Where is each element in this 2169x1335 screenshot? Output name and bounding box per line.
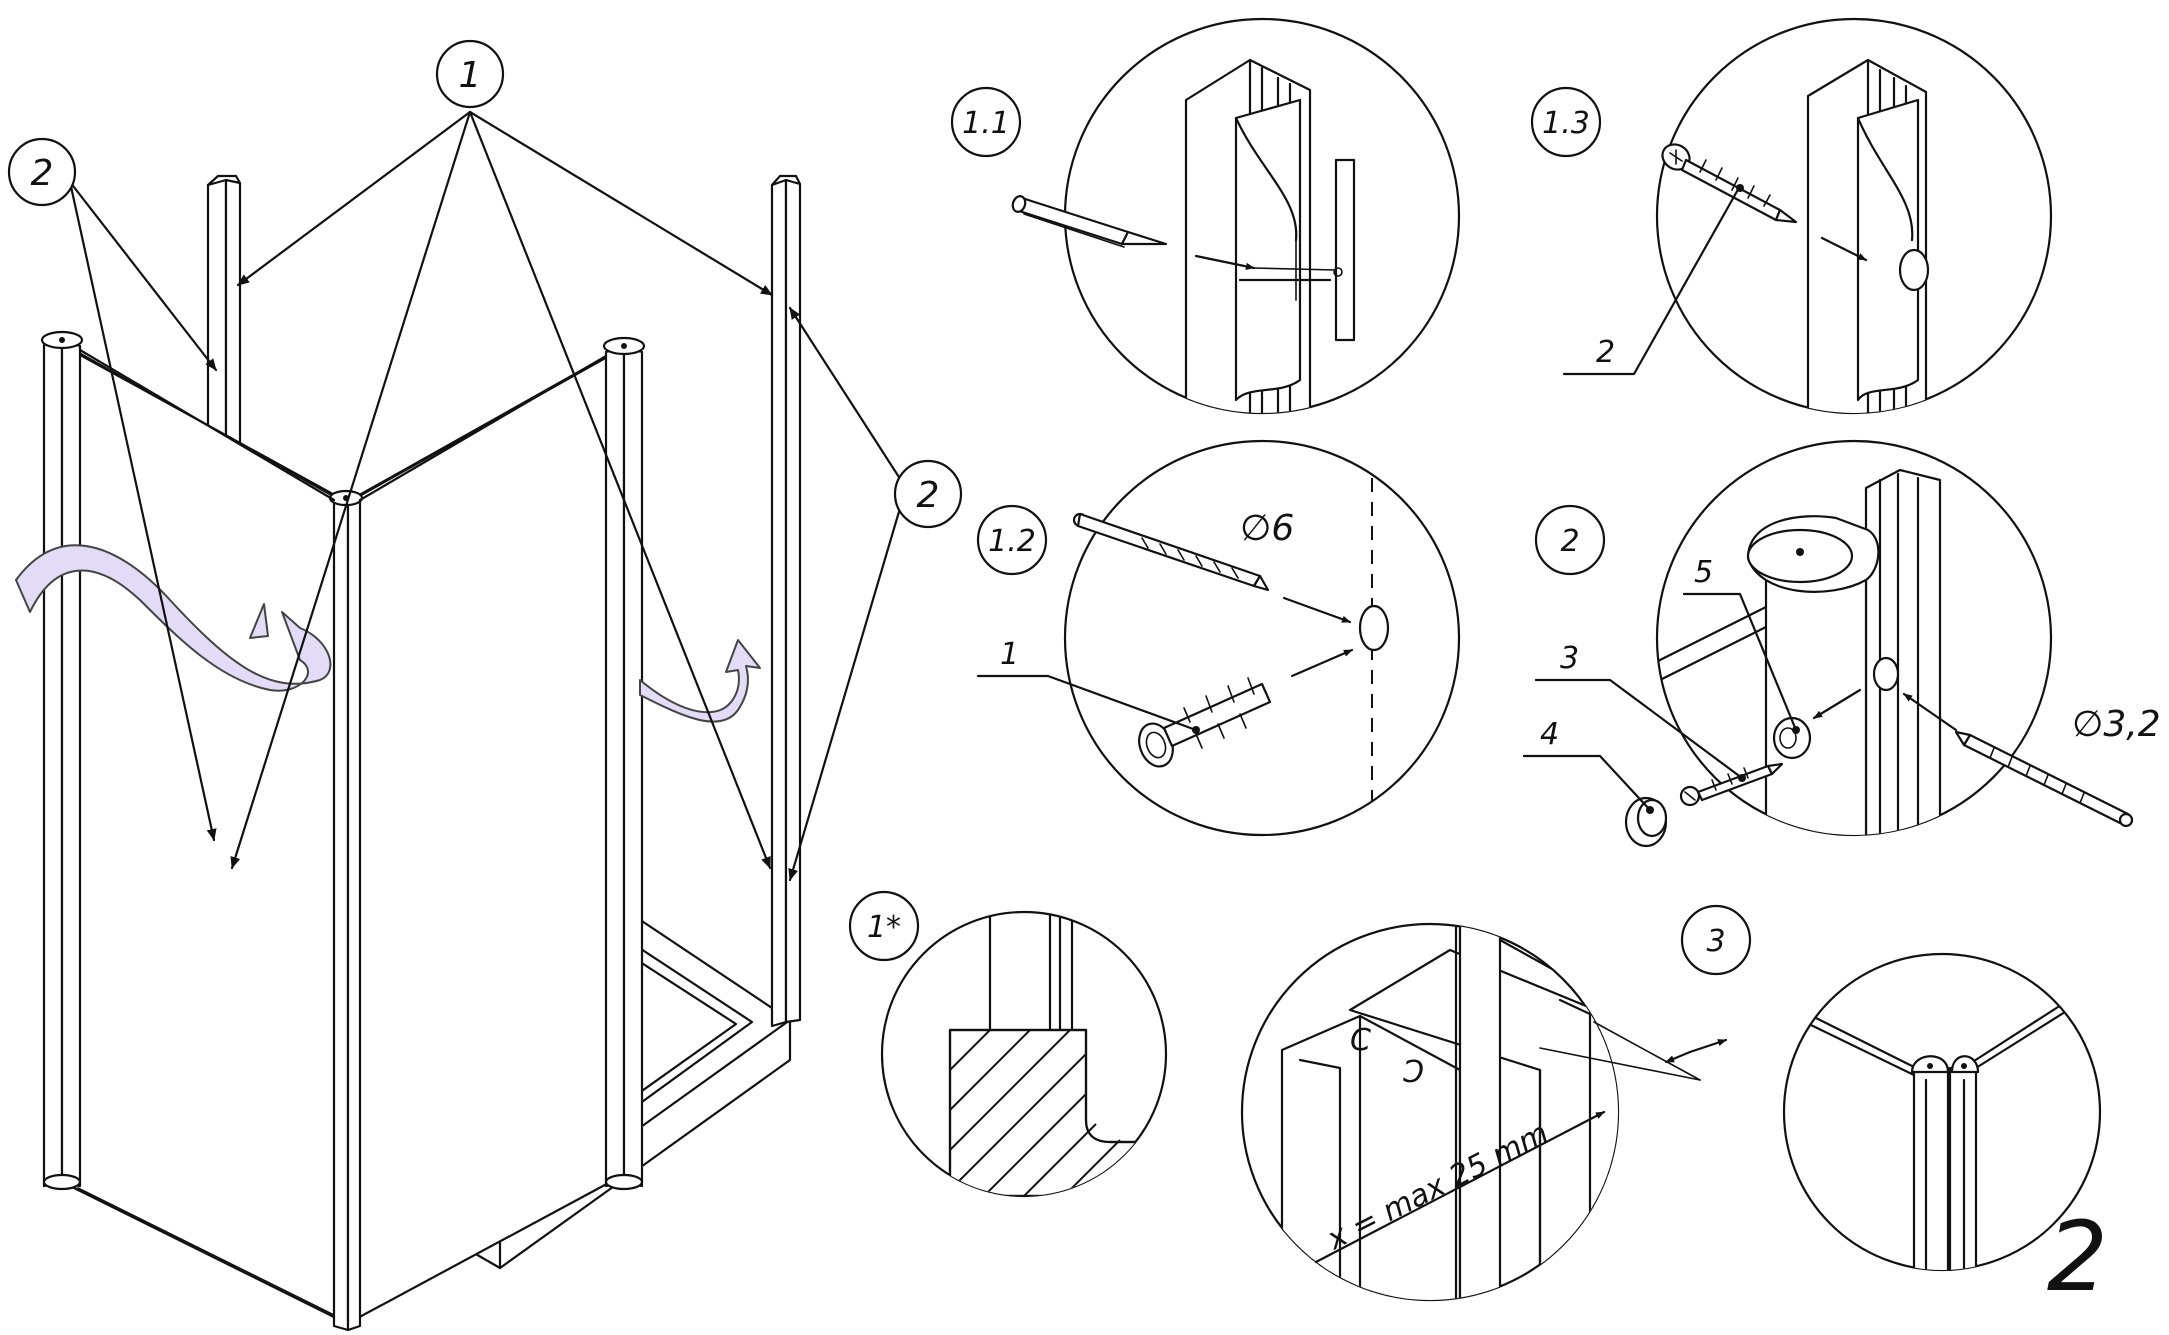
- screw-icon: [1661, 143, 1798, 224]
- detail-1-star: 1*: [848, 890, 1168, 1198]
- door-post-left: [40, 330, 84, 1191]
- detail-1-2: ∅6 1 1.2: [976, 439, 1461, 837]
- door-post-right: [602, 336, 646, 1191]
- svg-text:2: 2: [1560, 524, 1579, 559]
- shower-enclosure-drawing: 1 2 2: [7, 39, 963, 1332]
- drill-bit-icon: [1954, 730, 2134, 828]
- svg-text:∅3,2: ∅3,2: [2072, 704, 2161, 745]
- glass-panel-right: [352, 350, 616, 1322]
- svg-text:∅6: ∅6: [1240, 508, 1294, 549]
- svg-text:C: C: [1403, 1052, 1424, 1087]
- detail-label-1-1: 1.1: [950, 86, 1022, 158]
- washer-icon: [1772, 716, 1812, 760]
- callout-leaders-2-left: [68, 180, 218, 842]
- detail-label-1-2: 1.2: [976, 504, 1048, 576]
- detail-2: 5 3 4 ∅3,2 2: [1522, 439, 2161, 848]
- svg-text:3: 3: [1706, 924, 1725, 959]
- callout-leaders-2-right: [788, 306, 908, 882]
- callout-1: 1: [435, 39, 505, 109]
- svg-text:2: 2: [1596, 335, 1615, 370]
- detail-1-3: 2 1.3: [1530, 17, 2053, 415]
- corner-post: [328, 489, 364, 1332]
- svg-text:1.3: 1.3: [1542, 106, 1590, 141]
- svg-text:1.1: 1.1: [962, 106, 1010, 141]
- svg-text:2: 2: [31, 153, 54, 194]
- svg-text:1.2: 1.2: [988, 524, 1036, 559]
- glass-panel-left: [60, 343, 342, 1322]
- callout-leaders-1: [230, 110, 774, 870]
- page-number: 2: [2047, 1201, 2108, 1313]
- pencil-icon: [1011, 195, 1168, 248]
- svg-text:1: 1: [1000, 637, 1019, 672]
- detail-1-1: 1.1: [950, 17, 1461, 415]
- svg-text:1*: 1*: [867, 910, 901, 945]
- screw-icon: [1679, 762, 1784, 807]
- svg-text:5: 5: [1694, 555, 1713, 590]
- drill-bit-icon: [1072, 512, 1270, 592]
- detail-corner-joint: [1782, 952, 2102, 1272]
- callout-2-left: 2: [7, 137, 77, 207]
- cap-icon: [1624, 796, 1668, 848]
- svg-text:2: 2: [917, 475, 940, 516]
- detail-label-1-star: 1*: [848, 890, 920, 962]
- callout-2-right: 2: [893, 459, 963, 529]
- detail-label-1-3: 1.3: [1530, 86, 1602, 158]
- wall-plug-icon: [1138, 677, 1272, 768]
- svg-text:3: 3: [1560, 641, 1579, 676]
- svg-text:1: 1: [459, 55, 482, 96]
- svg-text:C: C: [1350, 1023, 1371, 1058]
- detail-label-3: 3: [1680, 904, 1752, 976]
- svg-text:4: 4: [1540, 717, 1559, 752]
- detail-label-2: 2: [1534, 504, 1606, 576]
- wall-profile-right: [770, 174, 802, 1028]
- rotation-arrow-right: [639, 639, 761, 723]
- detail-3: C C x = max 25 mm 3: [1240, 904, 1752, 1302]
